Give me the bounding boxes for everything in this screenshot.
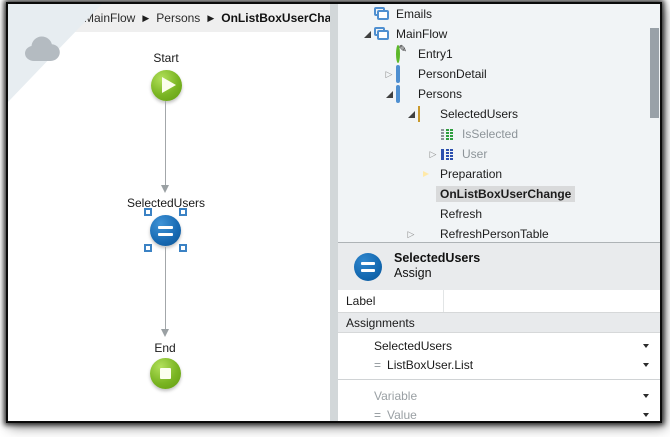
dropdown-caret-icon[interactable] (643, 363, 649, 367)
project-tree: Emails MainFlow Entry1 ▷ PersonDetail Pe… (338, 4, 660, 243)
flow-node-label-selectedusers: SelectedUsers (126, 196, 206, 210)
play-icon (162, 77, 176, 93)
assignment-value-field[interactable]: = ListBoxUser.List (338, 355, 660, 374)
assign-icon (354, 253, 382, 281)
expander-collapsed-icon[interactable]: ▷ (385, 68, 393, 79)
tree-scrollbar[interactable] (650, 28, 659, 118)
assignment-value-placeholder[interactable]: = Value (338, 405, 660, 424)
expander-collapsed-icon[interactable]: ▷ (407, 228, 415, 239)
properties-subtitle: Assign (394, 266, 432, 280)
equals-icon (158, 226, 173, 230)
selection-handle[interactable] (179, 208, 187, 216)
breadcrumb-item-persons[interactable]: Persons (156, 11, 201, 25)
tree-item-refresh[interactable]: Refresh (440, 207, 483, 221)
stop-square-icon (160, 368, 171, 379)
tree-item-mainflow[interactable]: MainFlow (338, 24, 660, 44)
selection-handle[interactable] (144, 244, 152, 252)
expander-expanded-icon[interactable] (360, 30, 374, 38)
tree-item-entry1[interactable]: Entry1 (338, 44, 660, 64)
tree-item-onlistboxuserchange[interactable]: OnListBoxUserChange (338, 184, 660, 204)
properties-header: SelectedUsers Assign (338, 243, 660, 290)
breadcrumb-item-current: OnListBoxUserChange (221, 11, 330, 25)
tree-item-preparation[interactable]: Preparation (440, 167, 503, 181)
tree-item-isselected[interactable]: IsSelected (338, 124, 660, 144)
app-window: MainFlow ▶ Persons ▶ OnListBoxUserChange… (6, 2, 662, 423)
entry-point-icon (396, 45, 400, 63)
chevron-right-icon: ▶ (142, 12, 150, 23)
arrow-down-icon (161, 185, 169, 193)
flow-connector (165, 247, 166, 329)
expander-expanded-icon[interactable] (404, 110, 418, 118)
equals-sign: = (374, 357, 382, 372)
chevron-right-icon: ▶ (207, 12, 215, 23)
start-node[interactable] (151, 70, 182, 101)
right-panel: Emails MainFlow Entry1 ▷ PersonDetail Pe… (338, 4, 660, 424)
flow-designer-canvas[interactable]: MainFlow ▶ Persons ▶ OnListBoxUserChange… (8, 4, 330, 421)
assignment-target-field[interactable]: SelectedUsers (338, 336, 660, 355)
flow-node-label-end: End (154, 341, 176, 355)
properties-title: SelectedUsers (394, 251, 481, 265)
expander-collapsed-icon[interactable]: ▷ (429, 148, 437, 159)
tree-item-user[interactable]: ▷ User (338, 144, 660, 164)
assignments-section-header[interactable]: Assignments (338, 312, 660, 333)
equals-icon (158, 232, 173, 236)
panel-splitter[interactable] (330, 4, 338, 421)
tree-item-persondetail[interactable]: ▷ PersonDetail (338, 64, 660, 84)
assign-node-selected[interactable] (150, 215, 181, 246)
assignment-target-placeholder[interactable]: Variable (338, 386, 660, 405)
tree-item-selectedusers[interactable]: SelectedUsers (338, 104, 660, 124)
tree-item-emails[interactable]: Emails (338, 4, 660, 24)
field-divider (443, 290, 444, 312)
breadcrumb-item-mainflow[interactable]: MainFlow (84, 11, 136, 25)
flow-connector (165, 101, 166, 185)
dropdown-caret-icon[interactable] (643, 413, 649, 417)
selection-handle[interactable] (179, 244, 187, 252)
tree-item-persons[interactable]: Persons (338, 84, 660, 104)
arrow-down-icon (161, 329, 169, 337)
screen-icon (396, 85, 400, 103)
screen-icon (396, 65, 400, 83)
equals-sign: = (374, 407, 382, 422)
tree-item-refreshpersontable[interactable]: ▷ RefreshPersonTable (338, 224, 660, 242)
label-property-row: Label (338, 290, 660, 312)
cloud-icon (25, 36, 60, 61)
dropdown-caret-icon[interactable] (643, 394, 649, 398)
flow-node-label-start: Start (153, 51, 179, 65)
flowchart-icon (374, 27, 390, 41)
flowchart-icon (374, 7, 390, 21)
assignments-list: SelectedUsers = ListBoxUser.List Variabl… (338, 333, 660, 424)
end-node[interactable] (150, 358, 181, 389)
group-divider (338, 379, 660, 380)
label-caption: Label (346, 294, 376, 308)
table-blue-icon (440, 147, 456, 161)
column-green-icon (440, 127, 456, 141)
expander-expanded-icon[interactable] (382, 90, 396, 98)
label-input[interactable] (444, 291, 660, 311)
dropdown-caret-icon[interactable] (643, 344, 649, 348)
selection-handle[interactable] (144, 208, 152, 216)
variable-icon (418, 106, 420, 122)
